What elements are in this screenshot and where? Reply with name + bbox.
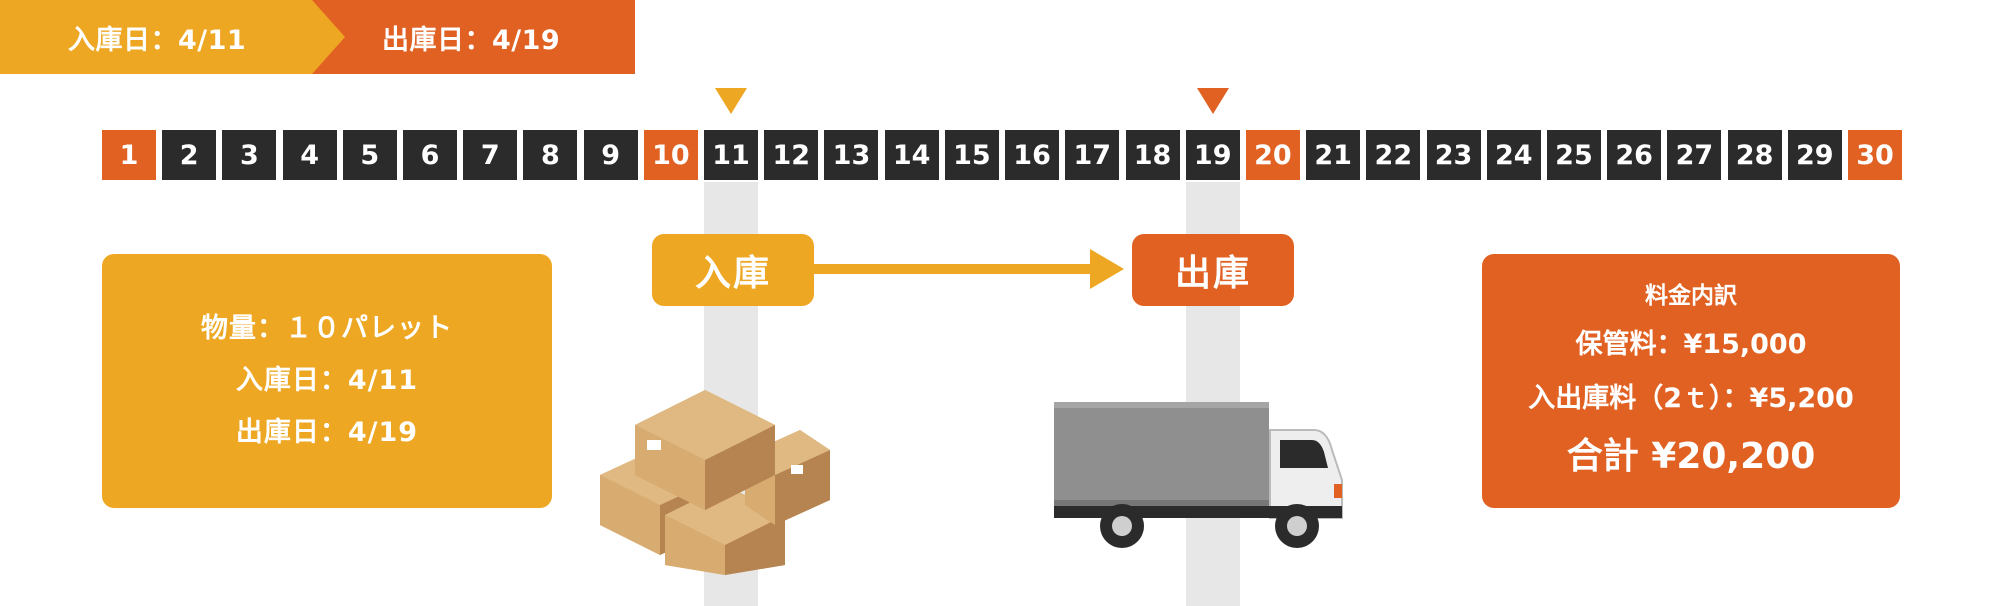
calendar-day: 4 [282, 130, 337, 180]
cardboard-boxes-icon [600, 390, 830, 575]
calendar-day: 16 [1005, 130, 1060, 180]
calendar-day: 18 [1125, 130, 1180, 180]
calendar-day: 8 [523, 130, 578, 180]
total-fee: 合計 ¥20,200 [1566, 436, 1816, 477]
outbound-marker-icon [1197, 88, 1229, 114]
calendar-day: 17 [1065, 130, 1120, 180]
calendar-day: 25 [1546, 130, 1601, 180]
summary-volume: 物量：１０パレット [201, 313, 453, 344]
inbound-marker-icon [715, 88, 747, 114]
inbound-date-tab: 入庫日：4/11 [0, 0, 345, 74]
calendar-day: 21 [1306, 130, 1361, 180]
flow-arrow-line [814, 264, 1096, 274]
calendar-day: 3 [222, 130, 277, 180]
calendar-day: 2 [162, 130, 217, 180]
calendar-day: 9 [583, 130, 638, 180]
fee-breakdown-card: 料金内訳 保管料：¥15,000 入出庫料（2ｔ）：¥5,200 合計 ¥20,… [1482, 254, 1900, 508]
inbound-step-label: 入庫 [694, 253, 771, 294]
delivery-truck-icon [1054, 402, 1343, 548]
calendar-day: 5 [342, 130, 397, 180]
outbound-date-tab: 出庫日：4/19 [300, 0, 635, 74]
calendar-day: 15 [944, 130, 999, 180]
calendar-day: 29 [1787, 130, 1842, 180]
calendar-day: 12 [764, 130, 819, 180]
calendar-day: 26 [1607, 130, 1662, 180]
calendar-day: 28 [1727, 130, 1782, 180]
outbound-step: 出庫 [1132, 234, 1294, 306]
fee-title: 料金内訳 [1645, 283, 1737, 309]
summary-outbound-date: 出庫日：4/19 [235, 417, 419, 448]
outbound-step-label: 出庫 [1174, 253, 1251, 294]
summary-inbound-date: 入庫日：4/11 [235, 365, 419, 396]
calendar-day: 11 [704, 130, 759, 180]
inbound-step: 入庫 [652, 234, 814, 306]
calendar-day: 19 [1185, 130, 1240, 180]
calendar-day: 10 [643, 130, 698, 180]
calendar-day: 30 [1848, 130, 1902, 180]
outbound-date-label: 出庫日：4/19 [382, 24, 561, 56]
shipment-summary-card: 物量：１０パレット 入庫日：4/11 出庫日：4/19 [102, 254, 552, 508]
calendar-day: 13 [824, 130, 879, 180]
calendar-day: 1 [102, 130, 156, 180]
calendar-day: 7 [463, 130, 518, 180]
calendar-day: 27 [1667, 130, 1722, 180]
calendar-day: 23 [1426, 130, 1481, 180]
calendar-day: 6 [403, 130, 458, 180]
calendar-day: 24 [1486, 130, 1541, 180]
handling-fee: 入出庫料（2ｔ）：¥5,200 [1528, 383, 1854, 414]
storage-fee: 保管料：¥15,000 [1575, 329, 1807, 360]
calendar-day: 22 [1366, 130, 1421, 180]
inbound-date-label: 入庫日：4/11 [68, 24, 247, 56]
calendar-day: 14 [884, 130, 939, 180]
flow-arrow-icon [1090, 249, 1124, 289]
calendar-day: 20 [1245, 130, 1300, 180]
